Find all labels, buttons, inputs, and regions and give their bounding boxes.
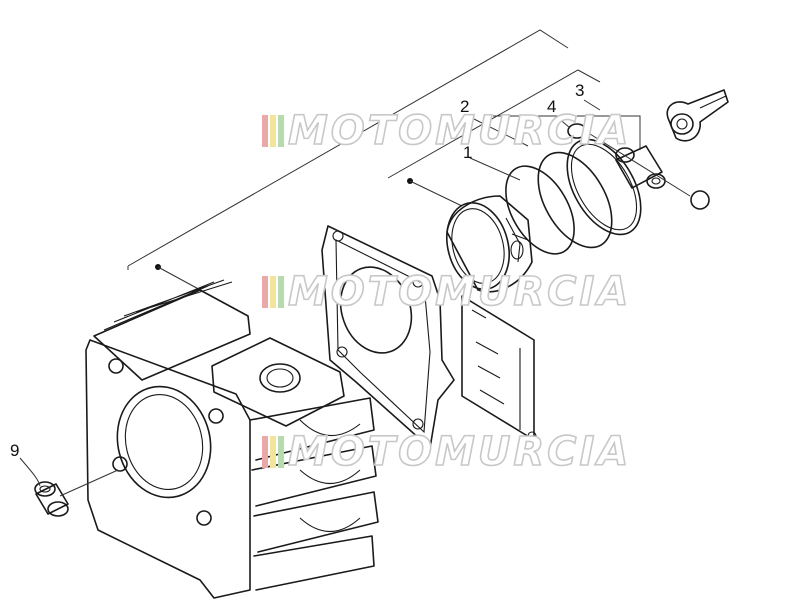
connecting-rod <box>666 89 729 142</box>
piston <box>446 195 533 293</box>
watermark-text: MOTOMURCIA <box>288 429 631 475</box>
callout-3: 3 <box>575 81 584 100</box>
bracket-cylinder-kit <box>127 29 569 293</box>
leader-1 <box>469 157 521 181</box>
watermark-3: MOTOMURCIA <box>262 428 631 476</box>
base-gasket <box>461 295 537 441</box>
leader-3 <box>583 99 601 111</box>
watermark-text: MOTOMURCIA <box>288 108 631 154</box>
piston-ring-set <box>505 138 642 255</box>
bracket-piston-kit <box>387 69 641 207</box>
cylinder-gasket <box>321 225 455 449</box>
callout-2: 2 <box>460 97 469 116</box>
leader-4 <box>555 115 571 129</box>
leader-2 <box>467 115 529 147</box>
callout-1: 1 <box>463 143 472 162</box>
leader-4b <box>589 133 691 197</box>
leader-9 <box>19 457 41 487</box>
piston-pin <box>615 145 666 189</box>
circlip-right <box>690 190 710 210</box>
circlip-top <box>567 123 587 139</box>
callout-9: 9 <box>10 441 19 460</box>
leader-9b <box>59 469 119 497</box>
cylinder-body <box>85 279 379 599</box>
dowel-bush <box>34 481 69 517</box>
watermark-1: MOTOMURCIA <box>262 107 631 155</box>
callout-4: 4 <box>547 97 556 116</box>
watermark-text: MOTOMURCIA <box>288 269 631 315</box>
watermark-2: MOTOMURCIA <box>262 268 631 316</box>
